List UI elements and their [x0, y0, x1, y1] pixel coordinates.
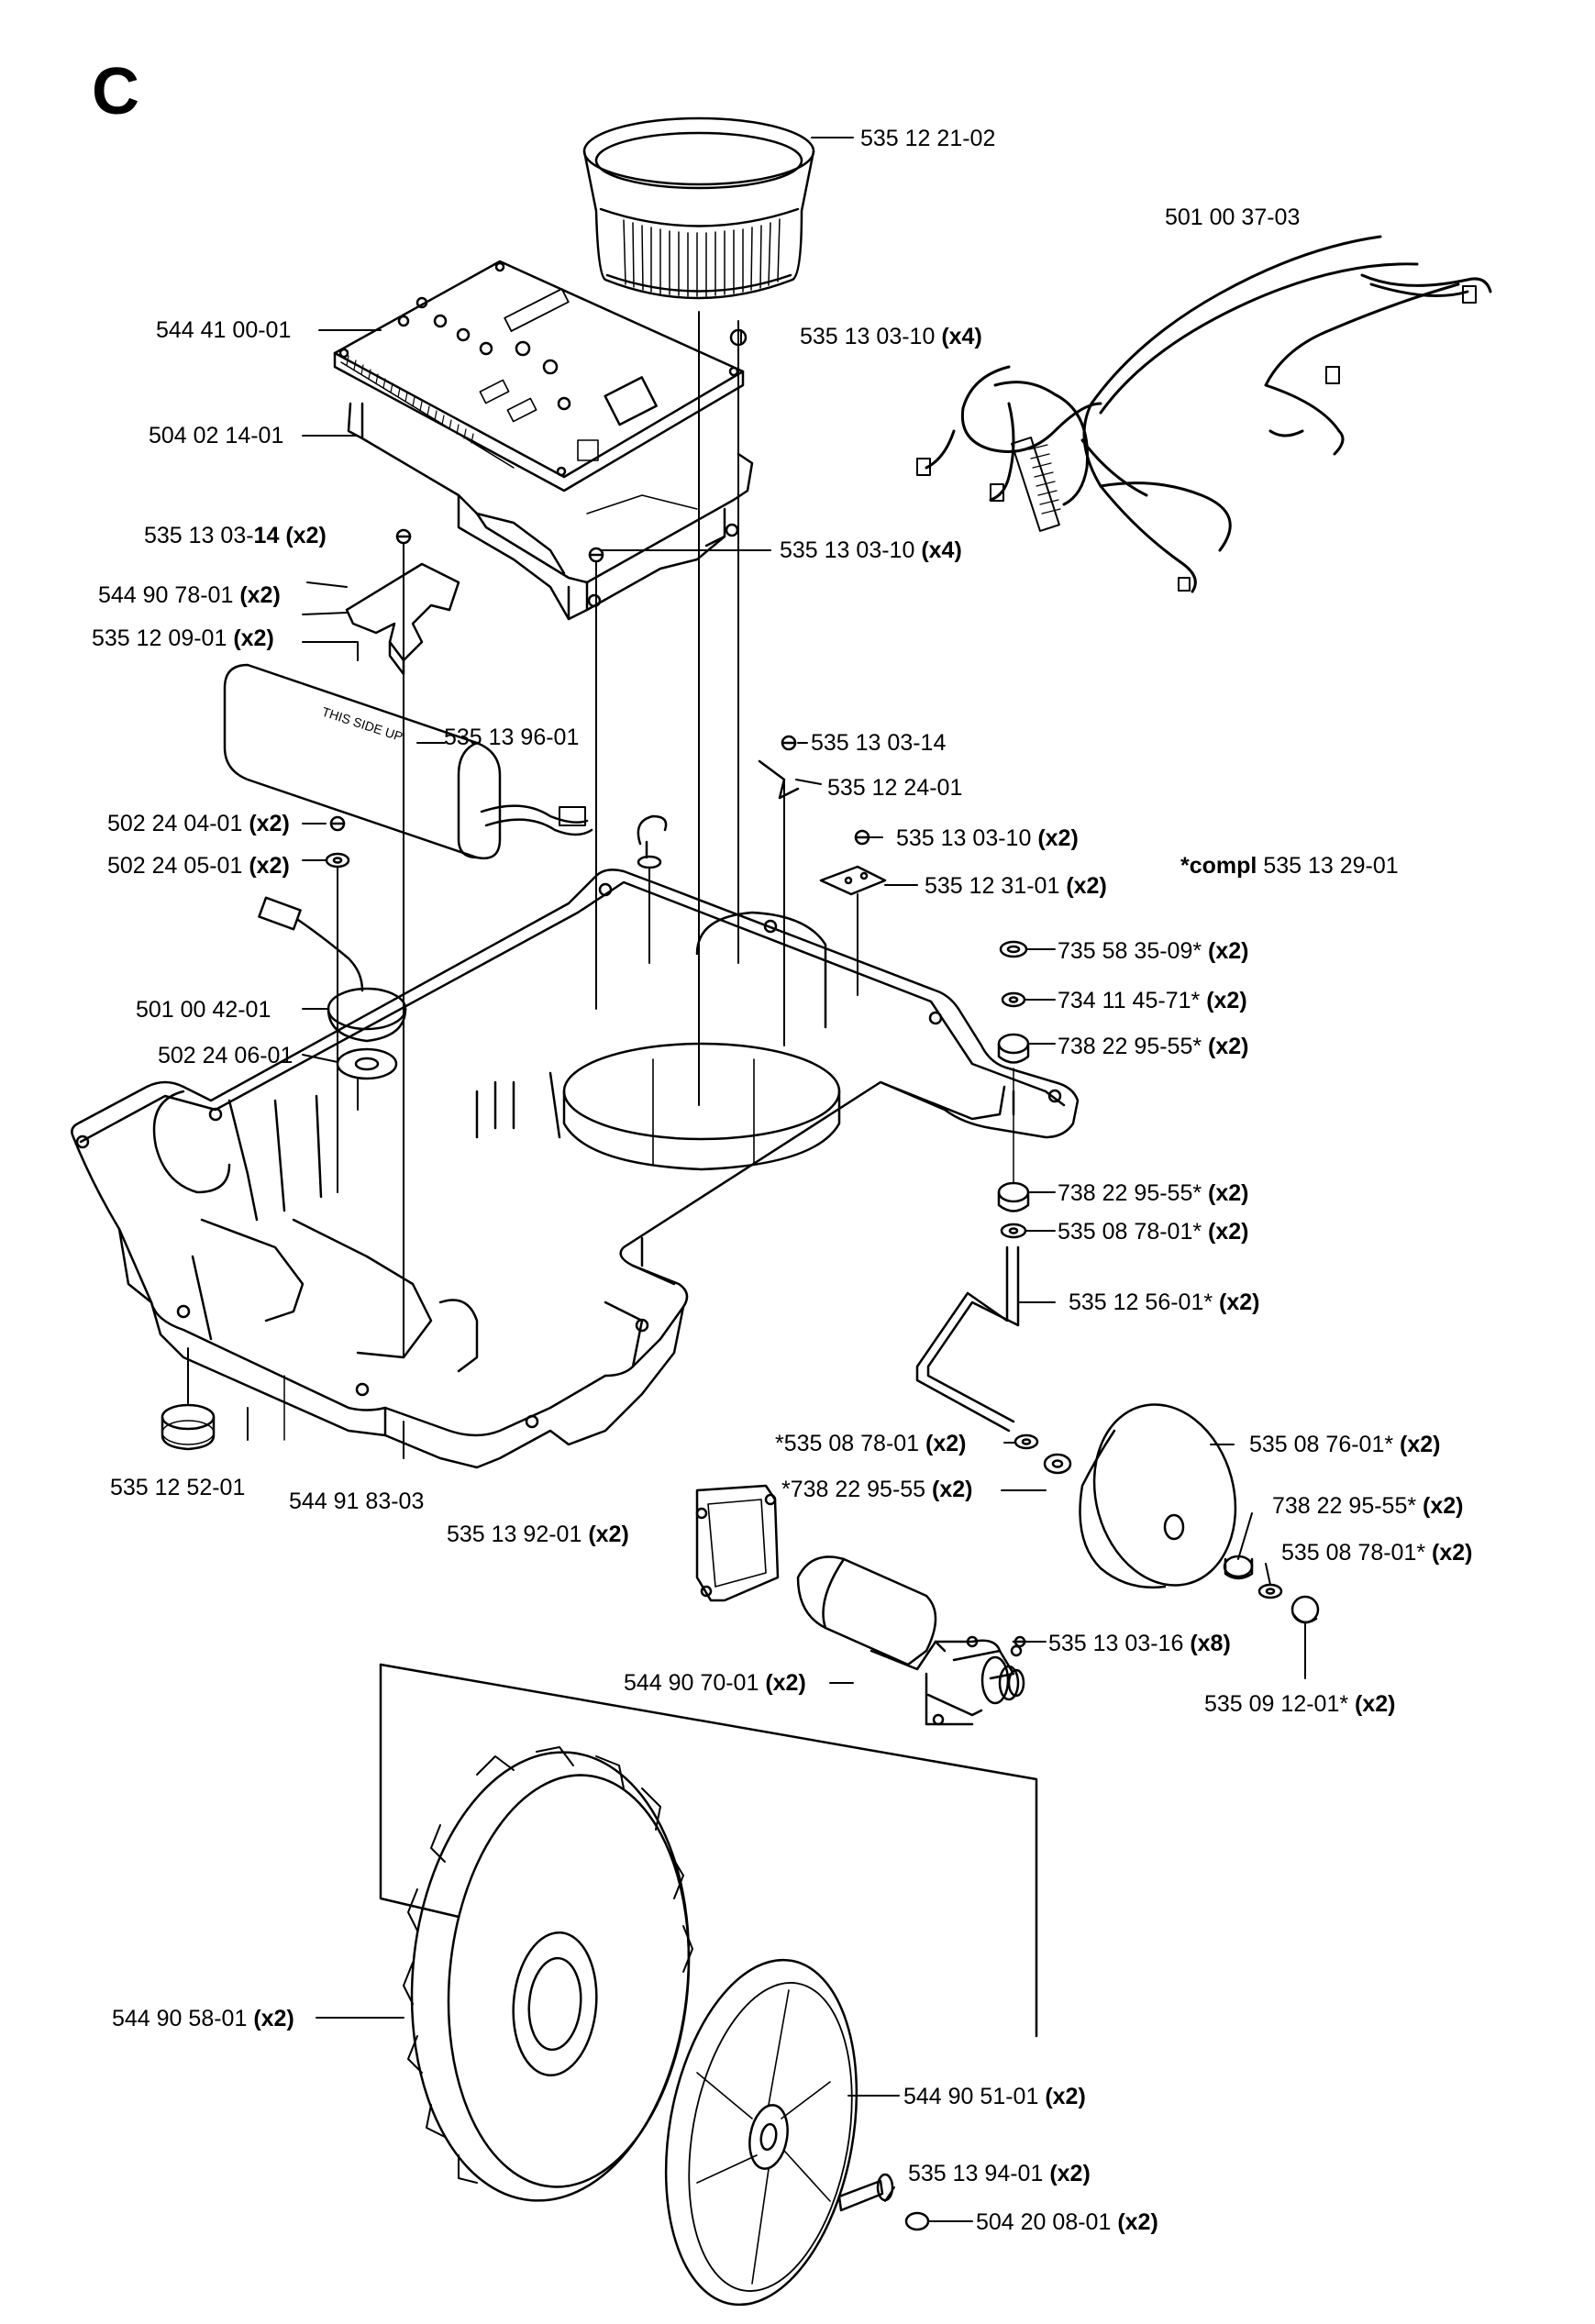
wiring-harness-part [916, 235, 1492, 593]
label-battery-bracket: 544 90 78-01 (x2) [98, 582, 281, 608]
label-drive-motor: 544 90 70-01 (x2) [624, 1670, 806, 1696]
axle-crank-part [915, 1245, 1072, 1475]
label-sensor-washer: 502 24 06-01 [158, 1043, 294, 1068]
label-wheel-bolt: 535 13 94-01 (x2) [908, 2161, 1091, 2186]
circuit-board-part [333, 260, 745, 492]
label-bearing-3: *738 22 95-55 (x2) [781, 1477, 973, 1502]
front-wheel-part [1079, 1403, 1320, 1624]
label-axle: 535 12 56-01* (x2) [1069, 1289, 1260, 1315]
label-motor-screws: 535 13 03-16 (x8) [1048, 1631, 1231, 1656]
label-battery: 535 12 09-01 (x2) [92, 625, 274, 651]
label-washer-4: *535 08 78-01 (x2) [775, 1431, 967, 1456]
label-washer-5: 535 08 78-01* (x2) [1281, 1540, 1473, 1566]
clip-part [758, 735, 800, 1046]
label-board-tray: 504 02 14-01 [149, 423, 284, 448]
label-wiring-harness: 501 00 37-03 [1165, 205, 1301, 230]
label-bearing-1: 738 22 95-55* (x2) [1058, 1034, 1249, 1059]
label-sensor: 501 00 42-01 [136, 997, 271, 1023]
label-drive-wheel: 544 90 58-01 (x2) [112, 2006, 294, 2031]
label-chassis: 544 91 83-03 [289, 1488, 425, 1514]
label-bolt-cap: 504 20 08-01 (x2) [976, 2209, 1158, 2235]
section-letter: C [92, 55, 139, 128]
label-board-screws: 535 13 03-10 (x4) [800, 324, 982, 349]
label-clip-screw: 535 13 03-14 [811, 730, 947, 756]
label-cover-ring: 535 12 21-02 [860, 126, 996, 151]
label-tray-screws: 535 13 03-10 (x4) [780, 537, 962, 563]
label-seal-ring: 535 12 52-01 [110, 1475, 246, 1500]
screw-part [588, 547, 604, 1010]
leader-lines [247, 137, 1306, 2222]
label-circuit-board: 544 41 00-01 [156, 317, 292, 343]
drive-motor-part [695, 1484, 1028, 1726]
label-plate-bracket: 535 12 31-01 (x2) [925, 873, 1107, 899]
label-washer-3: 535 08 78-01* (x2) [1058, 1219, 1249, 1245]
label-hub-cap: 544 90 51-01 (x2) [903, 2084, 1086, 2109]
label-wheel-cap: 535 09 12-01* (x2) [1204, 1691, 1396, 1717]
label-front-wheel: 535 08 76-01* (x2) [1249, 1432, 1441, 1457]
label-washer: 502 24 05-01 (x2) [107, 853, 290, 879]
hub-cap-part [664, 1958, 858, 2307]
label-clip: 535 12 24-01 [827, 775, 963, 801]
label-washer-screw: 502 24 04-01 (x2) [107, 811, 290, 836]
label-motor-gasket: 535 13 92-01 (x2) [447, 1522, 629, 1547]
board-tray-part [347, 320, 754, 964]
cover-ring-part [582, 116, 815, 1106]
label-bushing-1: 735 58 35-09* (x2) [1058, 938, 1249, 964]
battery-bracket-part [345, 528, 460, 1358]
chassis-body-part [71, 869, 1080, 1469]
label-plate-screw: 535 13 03-10 (x2) [896, 825, 1079, 851]
plate-bracket-part [819, 829, 887, 996]
drive-wheel-part [379, 1663, 1038, 2202]
label-bracket-screws: 535 13 03-14 (x2) [144, 523, 327, 548]
svg-text:THIS SIDE UP: THIS SIDE UP [320, 704, 404, 745]
label-bearing-2: 738 22 95-55* (x2) [1058, 1180, 1249, 1206]
seal-ring-part [161, 1347, 216, 1451]
kit-note: *compl 535 13 29-01 [1180, 853, 1399, 879]
label-washer-2: 734 11 45-71* (x2) [1058, 988, 1247, 1013]
label-bearing-4: 738 22 95-55* (x2) [1272, 1493, 1464, 1519]
hook-part [637, 814, 668, 964]
label-hook: 535 13 96-01 [444, 725, 580, 750]
sensor-part [258, 896, 407, 1111]
